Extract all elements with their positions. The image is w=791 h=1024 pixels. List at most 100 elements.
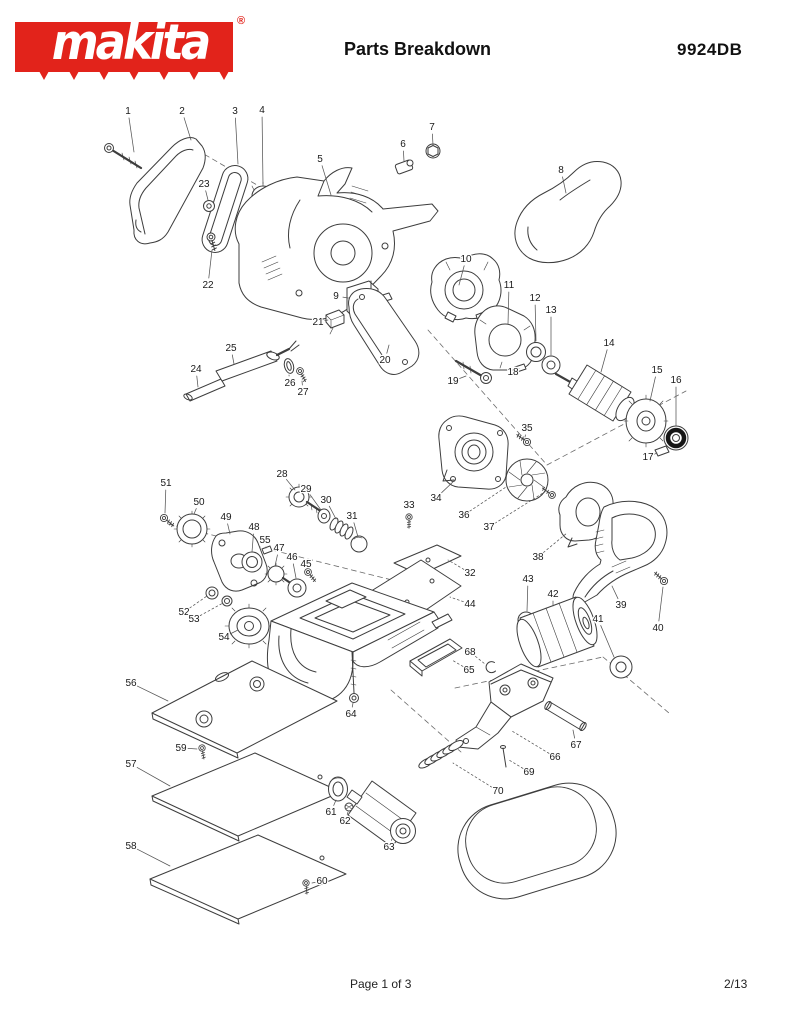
- part-leader-46: [292, 563, 297, 579]
- part-label-61: 61: [325, 807, 337, 818]
- part-label-62: 62: [339, 816, 351, 827]
- part-art-56-base-plate: [151, 660, 338, 759]
- part-label-5: 5: [317, 154, 323, 165]
- part-art-17-key: [654, 445, 670, 457]
- part-leader-65: [451, 659, 464, 667]
- part-art-42-drive-roller: [516, 596, 598, 668]
- part-label-34: 34: [430, 493, 442, 504]
- part-leader-61: [333, 799, 337, 806]
- logo-foot-icon: [129, 71, 139, 80]
- part-leader-12: [534, 304, 537, 342]
- part-leader-50: [193, 508, 197, 515]
- part-label-64: 64: [345, 709, 357, 720]
- part-art-31-cap: [350, 535, 368, 553]
- part-leader-22: [208, 249, 213, 279]
- part-art-62-nut: [344, 802, 354, 812]
- part-label-31: 31: [346, 511, 358, 522]
- part-leader-32: [447, 559, 465, 570]
- part-art-67-pivot-shaft: [544, 700, 587, 732]
- part-leader-64: [351, 702, 354, 708]
- part-label-28: 28: [276, 469, 288, 480]
- part-leader-30: [328, 505, 337, 520]
- part-art-6-brush-holder: [394, 159, 414, 175]
- part-art-1-pan-head-bolt: [104, 143, 143, 170]
- part-label-50: 50: [193, 497, 205, 508]
- part-label-43: 43: [522, 574, 534, 585]
- part-label-33: 33: [403, 500, 415, 511]
- part-art-16-ball-bearing-sealed: [663, 425, 689, 451]
- registered-trademark-icon: ®: [237, 15, 246, 27]
- part-art-12-ball-bearing: [526, 342, 546, 362]
- part-leader-25: [231, 354, 235, 365]
- part-leader-62: [346, 811, 349, 815]
- part-leader-28: [286, 479, 296, 491]
- part-label-39: 39: [615, 600, 627, 611]
- part-label-52: 52: [178, 607, 190, 618]
- part-leader-69: [508, 759, 524, 769]
- part-leader-66: [511, 730, 550, 754]
- part-leader-7: [432, 133, 434, 146]
- part-art-2-cover-plate: [129, 137, 206, 245]
- part-leader-9: [342, 296, 349, 299]
- part-label-22: 22: [202, 280, 214, 291]
- part-label-53: 53: [188, 614, 200, 625]
- part-label-45: 45: [300, 559, 312, 570]
- part-art-25-tension-pipe: [215, 340, 300, 382]
- part-leader-31: [353, 522, 359, 538]
- part-label-66: 66: [549, 752, 561, 763]
- part-leader-8: [562, 176, 567, 194]
- part-label-13: 13: [545, 305, 557, 316]
- part-label-2: 2: [179, 106, 185, 117]
- footer-revision: 2/13: [724, 977, 748, 991]
- part-art-24-rod: [183, 378, 226, 402]
- part-label-44: 44: [464, 599, 476, 610]
- part-art-57-cork-plate: [151, 752, 342, 842]
- part-label-24: 24: [190, 364, 202, 375]
- part-label-7: 7: [429, 122, 435, 133]
- part-label-19: 19: [447, 376, 459, 387]
- part-leader-6: [403, 150, 405, 162]
- part-art-5-motor-housing: [234, 167, 439, 321]
- part-leader-52: [189, 595, 208, 609]
- part-leader-56: [136, 685, 169, 702]
- part-leader-54: [229, 629, 239, 635]
- part-label-67: 67: [570, 740, 582, 751]
- part-leader-29: [309, 494, 322, 511]
- part-leader-34: [440, 479, 456, 494]
- part-art-sanding-belt: [457, 782, 617, 900]
- part-leader-57: [136, 767, 171, 787]
- part-leader-21: [324, 319, 329, 322]
- part-art-48-bearing: [241, 551, 263, 573]
- part-art-13-washer: [541, 355, 561, 375]
- part-label-21: 21: [312, 317, 324, 328]
- part-art-40-screw: [651, 569, 670, 587]
- part-leader-47: [274, 554, 278, 567]
- part-label-36: 36: [458, 510, 470, 521]
- part-label-20: 20: [379, 355, 391, 366]
- part-label-37: 37: [483, 522, 495, 533]
- part-leader-18: [517, 368, 520, 370]
- part-leader-15: [649, 376, 656, 402]
- part-leader-49: [227, 523, 231, 535]
- part-art-58-glass-plate: [149, 834, 347, 925]
- part-label-70: 70: [492, 786, 504, 797]
- footer-page-indicator: Page 1 of 3: [350, 977, 412, 991]
- part-leader-63: [391, 838, 393, 841]
- part-label-41: 41: [592, 614, 604, 625]
- part-art-54-pulley-gear: [224, 603, 274, 649]
- logo-foot-icon: [219, 71, 229, 80]
- part-leader-59: [187, 748, 198, 750]
- part-label-58: 58: [125, 841, 137, 852]
- part-art-8-side-cover: [514, 161, 622, 264]
- part-art-frame-body: [267, 582, 453, 703]
- part-leader-44: [449, 596, 464, 603]
- part-leader-20: [386, 344, 390, 354]
- part-leader-2: [183, 117, 192, 141]
- part-label-65: 65: [463, 665, 475, 676]
- part-label-29: 29: [300, 484, 312, 495]
- part-leader-60: [311, 881, 316, 884]
- part-art-59-screw: [197, 743, 208, 760]
- part-label-9: 9: [333, 291, 339, 302]
- part-art-64-long-bolt: [349, 651, 359, 703]
